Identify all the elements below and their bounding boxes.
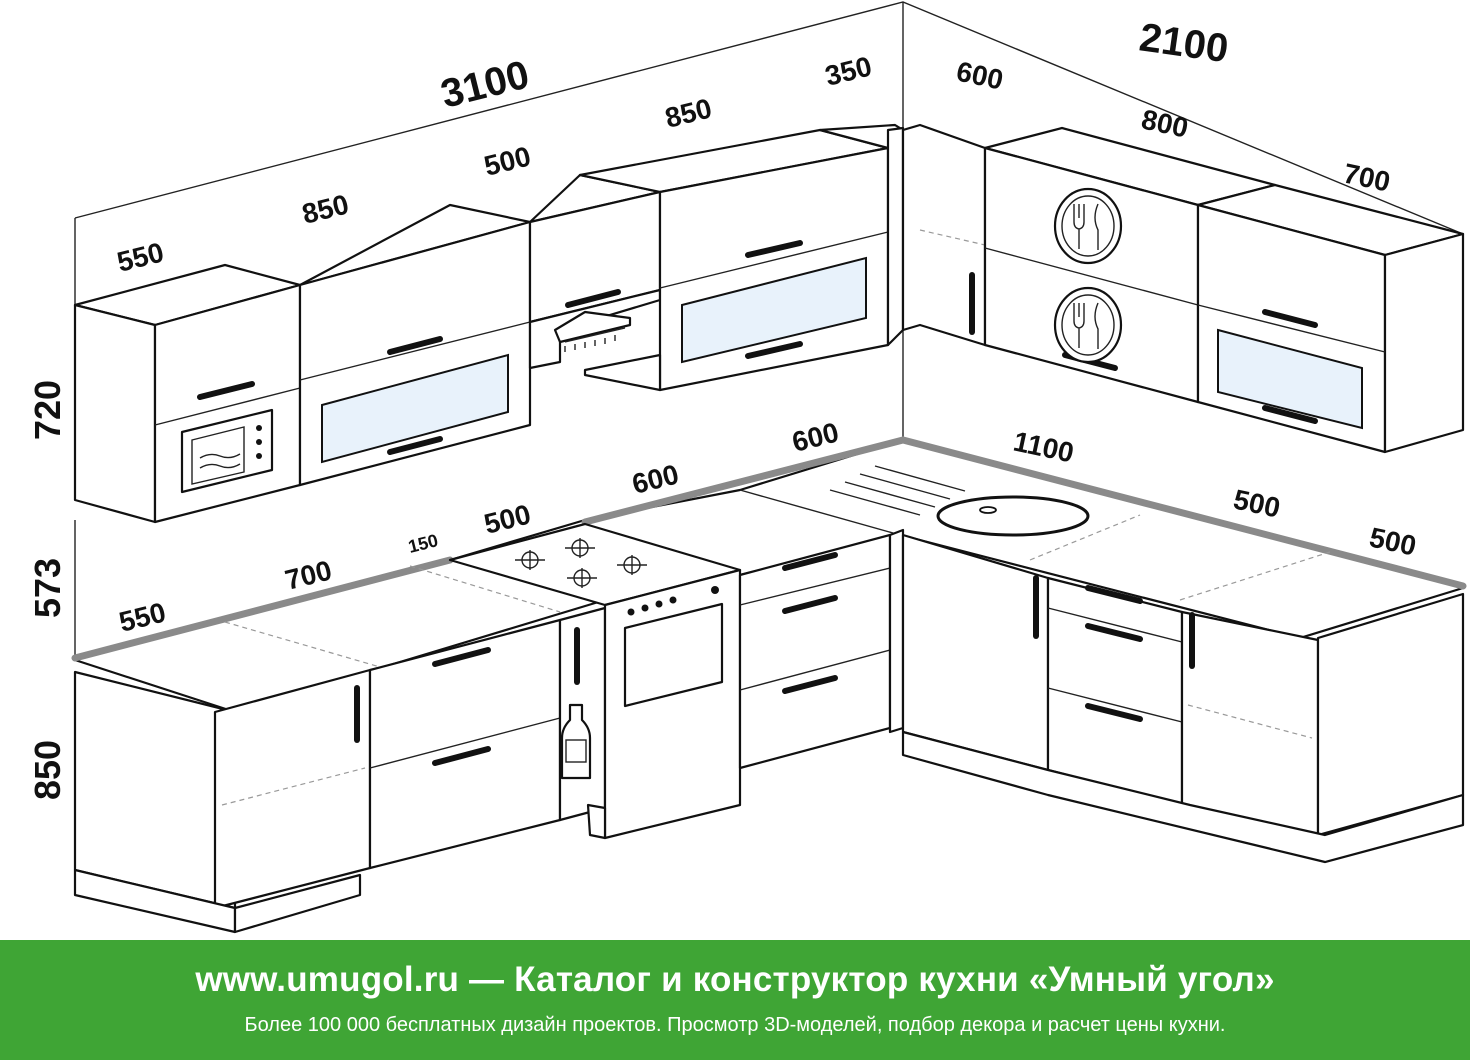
kitchen-diagram: 3100 2100 550 850 500 850 350 600 800 70…	[27, 1, 1467, 934]
gas-hob-icon	[448, 522, 742, 607]
dim-base-right-2: 500	[1231, 484, 1283, 524]
dim-base-left-4: 500	[481, 498, 534, 539]
dim-base-right-1: 1100	[1011, 426, 1077, 469]
dim-base-left-1: 550	[116, 596, 169, 637]
footer-title[interactable]: www.umugol.ru — Каталог и конструктор ку…	[195, 960, 1275, 999]
dim-upper-left-5: 350	[822, 50, 875, 91]
upper-cabinets-right	[901, 123, 1465, 454]
dim-top-total-left: 3100	[437, 53, 534, 117]
dim-upper-left-1: 550	[114, 236, 167, 277]
range-hood-icon	[553, 310, 632, 352]
dim-base-left-3: 150	[406, 530, 440, 557]
footer-subtitle: Более 100 000 бесплатных дизайн проектов…	[244, 1014, 1226, 1036]
base-cabinets-right	[901, 533, 1465, 864]
dim-upper-right-2: 800	[1139, 104, 1191, 144]
dim-base-right-3: 500	[1367, 522, 1419, 562]
dim-upper-right-1: 600	[954, 56, 1006, 96]
dim-upper-right-3: 700	[1341, 158, 1393, 198]
induction-hob-icon	[829, 465, 1090, 537]
dim-height-upper: 720	[27, 380, 68, 440]
dim-base-left-6: 600	[789, 416, 842, 457]
dim-height-base: 850	[27, 740, 68, 800]
dim-height-gap: 573	[27, 558, 68, 618]
dim-upper-left-4: 850	[662, 92, 715, 133]
microwave-icon	[180, 408, 274, 494]
footer-banner: www.umugol.ru — Каталог и конструктор ку…	[0, 940, 1470, 1060]
dim-upper-left-2: 850	[299, 188, 352, 229]
dim-upper-left-3: 500	[481, 140, 534, 181]
oven-icon	[586, 568, 742, 840]
dim-base-left-5: 600	[629, 458, 682, 499]
base-drawers-corner	[738, 528, 905, 770]
room-outline	[74, 1, 1464, 660]
fork-knife-icon	[1053, 187, 1123, 364]
countertop	[71, 436, 1467, 714]
bottle-icon	[560, 703, 592, 780]
dim-top-total-right: 2100	[1137, 15, 1231, 71]
